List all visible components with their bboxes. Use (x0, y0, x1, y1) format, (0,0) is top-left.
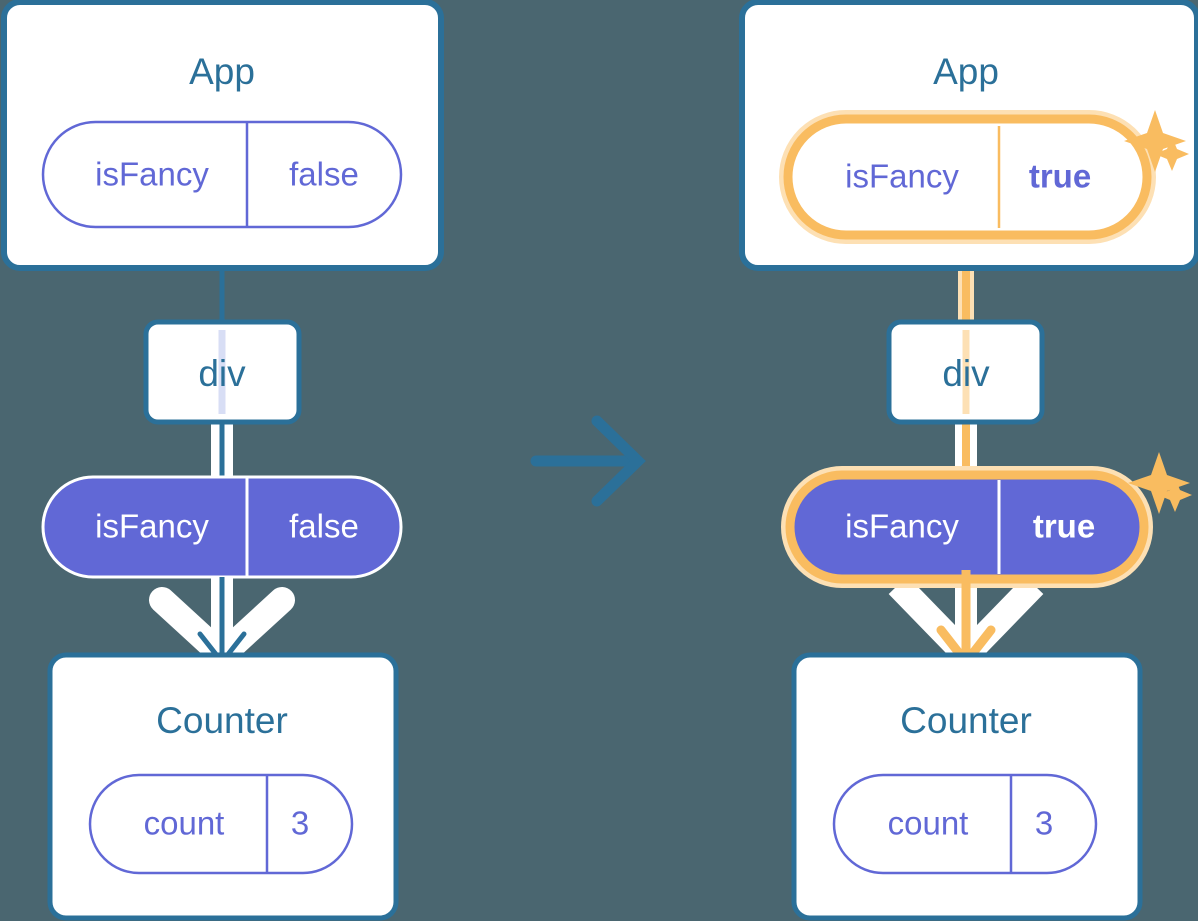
left-prop-pill: isFancy false (41, 475, 403, 579)
sparkle-small-icon (1155, 137, 1189, 171)
sparkle-small-icon (1158, 478, 1192, 512)
left-app-state-pill: isFancy false (41, 120, 403, 229)
right-div-box: div (886, 319, 1045, 425)
left-counter-card: Counter count 3 (47, 652, 399, 921)
transition-arrow-right-icon (530, 415, 646, 507)
right-app-pill-frame (783, 114, 1152, 240)
left-counter-pill-frame (88, 773, 354, 875)
right-counter-pill-name: count (888, 805, 969, 842)
right-prop-pill-value: true (1033, 508, 1095, 545)
sparkle-large-icon (1124, 110, 1186, 172)
left-div-label: div (198, 353, 246, 394)
left-counter-title: Counter (156, 700, 288, 741)
left-app-title: App (189, 51, 255, 92)
right-app-card: App isFancy true (739, 0, 1198, 271)
left-app-pill-frame (41, 120, 403, 229)
right-app-pill-name: isFancy (845, 158, 959, 195)
left-counter-pill-name: count (144, 805, 225, 842)
left-counter-state-pill: count 3 (88, 773, 354, 875)
left-prop-pill-name: isFancy (95, 508, 209, 545)
right-counter-pill-frame (832, 773, 1098, 875)
right-counter-pill-value: 3 (1035, 805, 1053, 842)
sparkle-large-icon (1128, 452, 1190, 514)
left-app-pill-value: false (289, 156, 359, 193)
right-div-label: div (942, 353, 990, 394)
left-prop-pill-value: false (289, 508, 359, 545)
right-prop-pill-name: isFancy (845, 508, 959, 545)
right-prop-pill: isFancy true (781, 466, 1153, 588)
left-div-box: div (143, 319, 302, 425)
right-app-title: App (933, 51, 999, 92)
right-app-sparkle-group (1124, 110, 1189, 172)
right-app-pill-value: true (1029, 158, 1091, 195)
right-app-state-pill: isFancy true (779, 110, 1156, 244)
right-counter-title: Counter (900, 700, 1032, 741)
right-prop-sparkle-group (1128, 452, 1192, 514)
left-app-pill-name: isFancy (95, 156, 209, 193)
left-app-card: App isFancy false (1, 0, 444, 271)
right-counter-card: Counter count 3 (791, 652, 1143, 921)
right-counter-state-pill: count 3 (832, 773, 1098, 875)
left-counter-pill-value: 3 (291, 805, 309, 842)
